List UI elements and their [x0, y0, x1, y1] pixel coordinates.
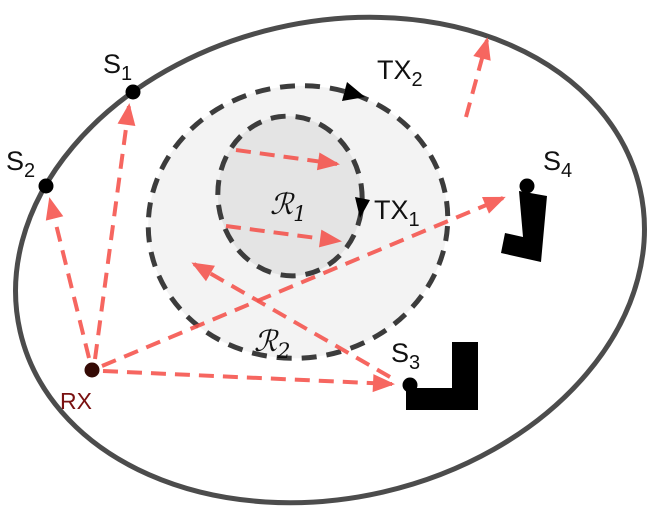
- s4-label: S4: [543, 146, 572, 182]
- s3-label: S3: [391, 338, 420, 374]
- region-r2-label-sub: 2: [276, 339, 290, 363]
- s4-label-base: S: [543, 146, 561, 176]
- s3-label-base: S: [391, 338, 409, 368]
- tx1-label-sub: 1: [409, 209, 420, 231]
- s1-label-sub: 1: [121, 63, 132, 85]
- tx1-label-base: TX: [374, 195, 409, 225]
- tx1-label: TX1: [374, 195, 420, 231]
- region-r1-label-sub: 1: [293, 202, 306, 226]
- s2-label-sub: 2: [24, 160, 35, 182]
- tx2-label-base: TX: [377, 55, 412, 85]
- scatterer-s1-dot: [125, 84, 141, 100]
- region-r1-label-base: ℛ: [270, 187, 295, 221]
- arrow-rx-to-s4: [101, 196, 506, 368]
- tx2-label-sub: 2: [412, 69, 423, 91]
- s4-label-sub: 4: [561, 160, 572, 182]
- arrow-tx1-motion-upper: [235, 148, 340, 171]
- region-r2-label-base: ℛ: [254, 324, 279, 358]
- tx2-direction-arrow-icon: [342, 82, 365, 101]
- arrow-rx-to-s2: [45, 197, 91, 359]
- blocker-near-s3: [406, 342, 478, 410]
- tx2-label: TX2: [377, 55, 423, 91]
- s2-label: S2: [6, 146, 35, 182]
- scatterer-s2-dot: [38, 178, 54, 194]
- scatterer-s3-dot: [402, 377, 418, 393]
- tx1-direction-arrow-icon: [355, 197, 370, 218]
- s2-label-base: S: [6, 146, 24, 176]
- s1-label-base: S: [103, 49, 121, 79]
- arrow-tx1-motion-lower: [225, 224, 342, 248]
- region-r2-label: ℛ2: [254, 324, 291, 363]
- s3-label-sub: 3: [409, 352, 420, 374]
- s1-label: S1: [103, 49, 132, 85]
- arrow-rx-to-s1: [93, 103, 136, 360]
- arrow-s3-into-region: [191, 262, 391, 379]
- receiver-rx-dot: [84, 362, 100, 378]
- arrow-s4-outgoing: [464, 37, 491, 118]
- arrow-rx-to-s3: [102, 369, 395, 393]
- scatterer-s4-dot: [519, 178, 535, 194]
- region-r1-label: ℛ1: [270, 187, 307, 226]
- rx-label: RX: [60, 388, 92, 414]
- blocker-near-s4: [501, 191, 547, 262]
